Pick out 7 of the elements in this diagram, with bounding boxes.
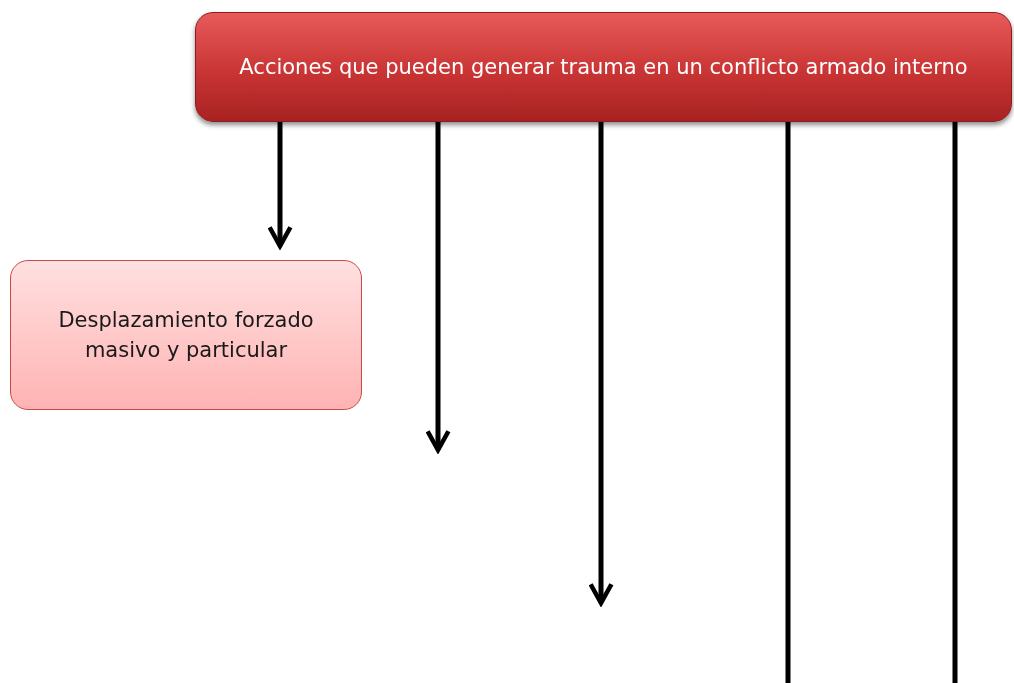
process-box [10,260,362,410]
title-box [195,12,1012,122]
arrow [588,122,614,606]
arrow [425,122,451,453]
node-text: Acciones que pueden generar trauma en un conflicto armado interno [238,53,969,81]
node-text: Desplazamiento forzado masivo y particular [57,306,315,364]
arrow [267,122,293,249]
